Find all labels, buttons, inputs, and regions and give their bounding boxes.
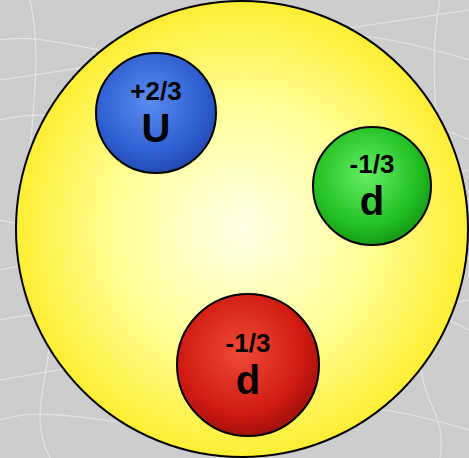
charge-label: -1/3 — [350, 151, 395, 177]
charge-label: +2/3 — [130, 78, 181, 104]
quark-circle: -1/3 d — [312, 126, 432, 246]
quark-flavor: d — [360, 181, 384, 221]
neutron-body — [16, 1, 468, 457]
quark-flavor: d — [236, 360, 260, 400]
quark-circle: +2/3U — [95, 52, 217, 174]
charge-label: -1/3 — [226, 330, 271, 356]
quark-circle: -1/3 d — [176, 293, 320, 437]
quark-flavor: U — [142, 108, 171, 148]
